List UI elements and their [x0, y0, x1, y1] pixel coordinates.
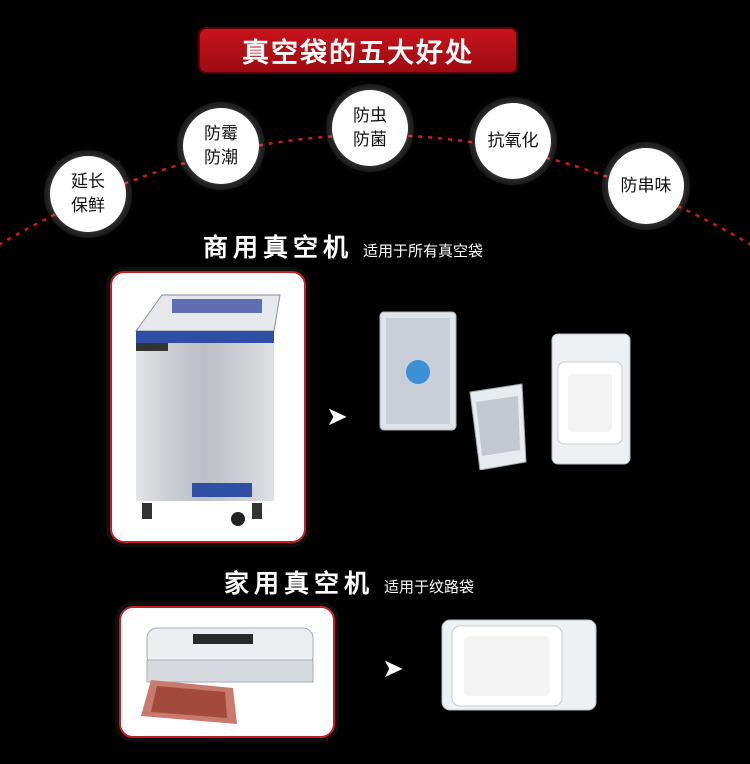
home-heading: 家用真空机 适用于纹路袋	[224, 564, 474, 600]
commercial-subtitle: 适用于所有真空袋	[363, 242, 484, 260]
page-title: 真空袋的五大好处	[242, 38, 474, 69]
commercial-machine-frame	[110, 271, 306, 543]
benefit-label: 抗氧化	[487, 131, 539, 151]
commercial-bags-image	[379, 311, 631, 470]
home-subtitle: 适用于纹路袋	[384, 578, 475, 596]
commercial-arrow-icon: ➤	[326, 402, 348, 432]
chamber-vacuum-machine-image	[135, 294, 281, 526]
benefit-label: 防虫 防菌	[353, 106, 387, 150]
home-title: 家用真空机	[224, 569, 375, 598]
commercial-heading: 商用真空机 适用于所有真空袋	[203, 228, 483, 264]
benefit-fresh: 延长 保鲜	[50, 156, 126, 232]
benefit-label: 延长 保鲜	[71, 172, 105, 216]
home-machine-frame	[119, 606, 335, 738]
title-banner: 真空袋的五大好处	[200, 29, 516, 72]
home-vacuum-sealer-image	[141, 627, 314, 724]
benefit-mold: 防霉 防潮	[183, 108, 259, 184]
textured-bag-image	[441, 619, 597, 711]
benefit-odor: 防串味	[608, 148, 684, 224]
commercial-title: 商用真空机	[203, 233, 354, 262]
benefit-antioxidant: 抗氧化	[475, 103, 551, 179]
benefit-insect: 防虫 防菌	[332, 90, 408, 166]
benefit-label: 防霉 防潮	[204, 124, 238, 168]
benefit-label: 防串味	[620, 176, 672, 196]
home-arrow-icon: ➤	[382, 654, 404, 684]
